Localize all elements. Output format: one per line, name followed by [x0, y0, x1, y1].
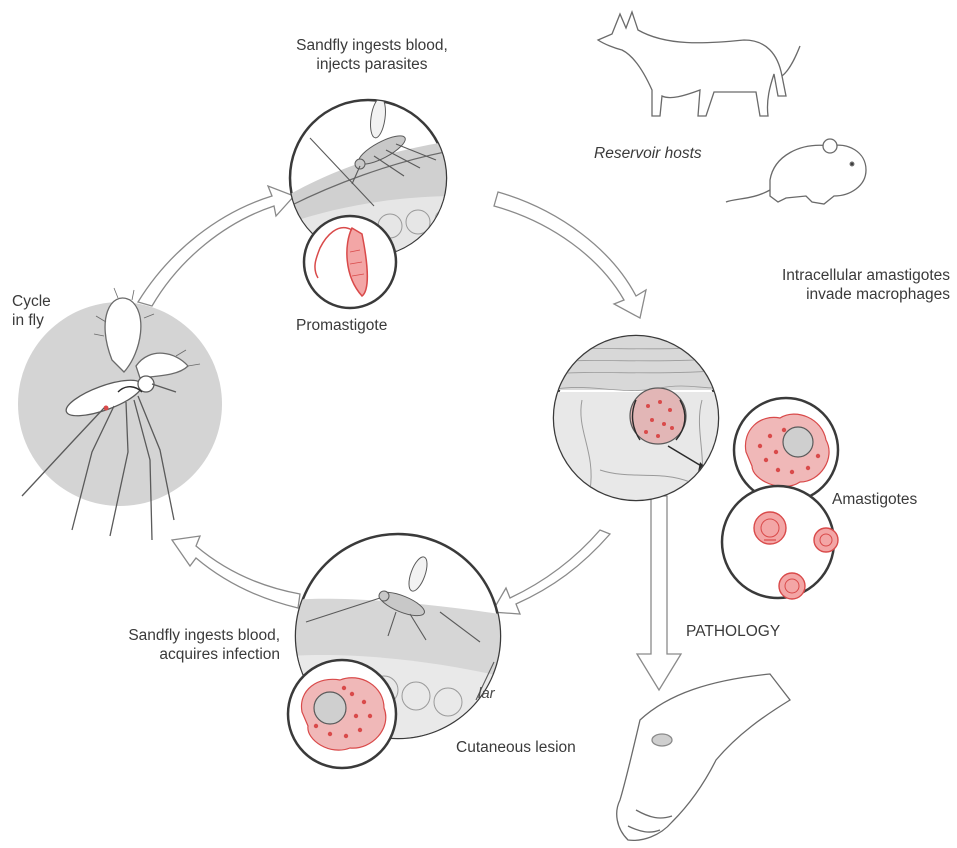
cutaneous-lesion-arm — [617, 674, 790, 840]
label-cycle-in-fly: Cycle in fly — [12, 292, 51, 330]
cycle-arrow-fly-to-top — [138, 186, 294, 306]
label-intracellular-line-2: invade macrophages — [610, 285, 950, 304]
label-pathology: PATHOLOGY — [686, 622, 780, 641]
pathology-arrow — [637, 496, 681, 690]
cycle-arrow-right-to-bottom — [492, 530, 610, 614]
cut-off-label-fragment: lar — [478, 685, 496, 702]
label-bottom-stage: Sandfly ingests blood, acquires infectio… — [60, 626, 280, 664]
label-top-stage-line-2: injects parasites — [272, 55, 472, 74]
label-bottom-stage-line-1: Sandfly ingests blood, — [60, 626, 280, 645]
label-cycle-in-fly-line-1: Cycle — [12, 292, 51, 311]
reservoir-dog — [598, 12, 800, 116]
cycle-arrow-bottom-to-fly — [172, 536, 300, 608]
label-promastigote: Promastigote — [296, 316, 387, 335]
label-intracellular-line-1: Intracellular amastigotes — [610, 266, 950, 285]
label-top-stage-line-1: Sandfly ingests blood, — [272, 36, 472, 55]
promastigote-inset-circle — [304, 216, 396, 308]
skin-tissue-circle — [550, 330, 730, 512]
label-amastigotes: Amastigotes — [832, 490, 917, 509]
label-bottom-stage-line-2: acquires infection — [60, 645, 280, 664]
infected-macrophage-inset-circle — [288, 660, 396, 768]
label-cycle-in-fly-line-2: in fly — [12, 311, 51, 330]
label-reservoir-hosts: Reservoir hosts — [594, 144, 702, 163]
label-cutaneous-lesion: Cutaneous lesion — [456, 738, 576, 757]
reservoir-rodent — [726, 139, 866, 204]
label-intracellular: Intracellular amastigotes invade macroph… — [610, 266, 950, 304]
label-top-stage: Sandfly ingests blood, injects parasites — [272, 36, 472, 74]
amastigotes-inset-circle — [722, 486, 838, 599]
